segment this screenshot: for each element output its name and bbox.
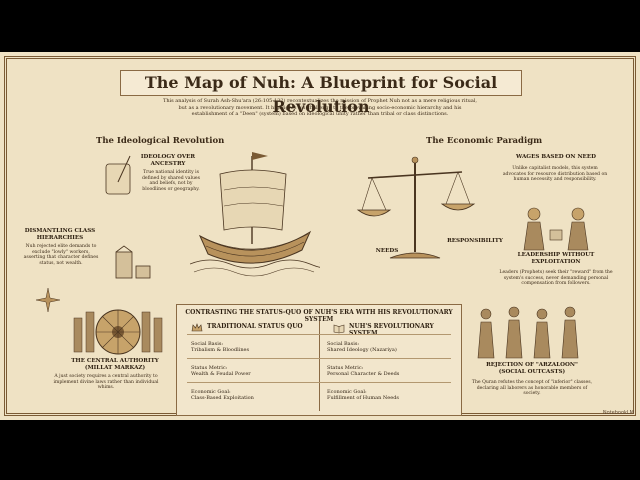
left-section-heading: The Ideological Revolution [96,136,225,146]
row-value: Class-Based Exploitation [191,395,254,401]
subtitle: This analysis of Surah Ash-Shu'ara (26:1… [163,98,477,117]
compass-rose-icon [36,288,60,312]
row-value: Tribalism & Bloodlines [191,347,250,353]
table-heading: Contrasting the Status-Quo of Nuh's Era … [185,309,453,323]
authority-text: A just society requires a central author… [53,374,159,391]
page-title: The Map of Nuh: A Blueprint for Social R… [120,70,522,116]
council-wheel-illustration [73,309,163,355]
row-label: Status Metric: [327,365,364,371]
arzaloon-text: The Quran refutes the concept of "inferi… [471,380,593,397]
table-row: Social Basis: Shared Ideology (Nazariya) [327,341,397,353]
right-section-heading: The Economic Paradigm [426,136,543,146]
wages-label: Wages Based on Need [516,154,596,160]
infographic: The Map of Nuh: A Blueprint for Social R… [0,52,640,420]
table-row: Economic Goal: Class-Based Exploitation [191,389,254,401]
ark-illustration [190,152,320,277]
row-divider [187,334,451,335]
broken-pillar-icon [115,245,151,279]
laborers-illustration [477,306,579,359]
table-row: Economic Goal: Fulfillment of Human Need… [327,389,399,401]
table-row: Social Basis: Tribalism & Bloodlines [191,341,249,353]
responsibility-label: Responsibility [447,238,503,244]
authority-label: The Central Authority (Millat Markaz) [71,358,159,371]
class-text: Nuh rejected elite demands to exclude "l… [23,244,99,266]
scroll-quill-icon [105,155,131,195]
row-label: Status Metric: [191,365,228,371]
ideology-label: Ideology Over Ancestry [140,154,196,167]
row-label: Economic Goal: [191,389,231,395]
open-book-icon [333,322,345,334]
scales-illustration [356,156,476,259]
wages-text: Unlike capitalist models, this system ad… [502,166,608,183]
leaders-figures-illustration [523,207,589,251]
watermark: NotebookLM [602,410,634,416]
row-value: Fulfillment of Human Needs [327,395,399,401]
needs-label: Needs [375,248,399,254]
table-row: Status Metric: Personal Character & Deed… [327,365,399,377]
crown-icon [191,322,203,334]
row-value: Shared Ideology (Nazariya) [327,347,397,353]
row-value: Wealth & Feudal Power [191,371,251,377]
row-label: Social Basis: [327,341,360,347]
row-value: Personal Character & Deeds [327,371,400,377]
revolutionary-heading: Nuh's Revolutionary System [349,323,434,337]
table-row: Status Metric: Wealth & Feudal Power [191,365,251,377]
leadership-label: Leadership Without Exploitation [517,252,595,265]
class-label: Dismantling Class Hierarchies [24,228,96,241]
status-quo-heading: Traditional Status Quo [207,323,303,330]
leadership-text: Leaders (Prophets) seek their "reward" f… [499,270,613,287]
row-divider [187,382,451,383]
ideology-text: True national identity is defined by sha… [141,170,200,192]
arzaloon-label: Rejection of "Arzaloon" (Social Outcasts… [486,362,578,375]
column-divider [319,321,320,411]
row-label: Economic Goal: [327,389,367,395]
row-divider [187,358,451,359]
row-label: Social Basis: [191,341,224,347]
comparison-table: Contrasting the Status-Quo of Nuh's Era … [176,304,462,416]
